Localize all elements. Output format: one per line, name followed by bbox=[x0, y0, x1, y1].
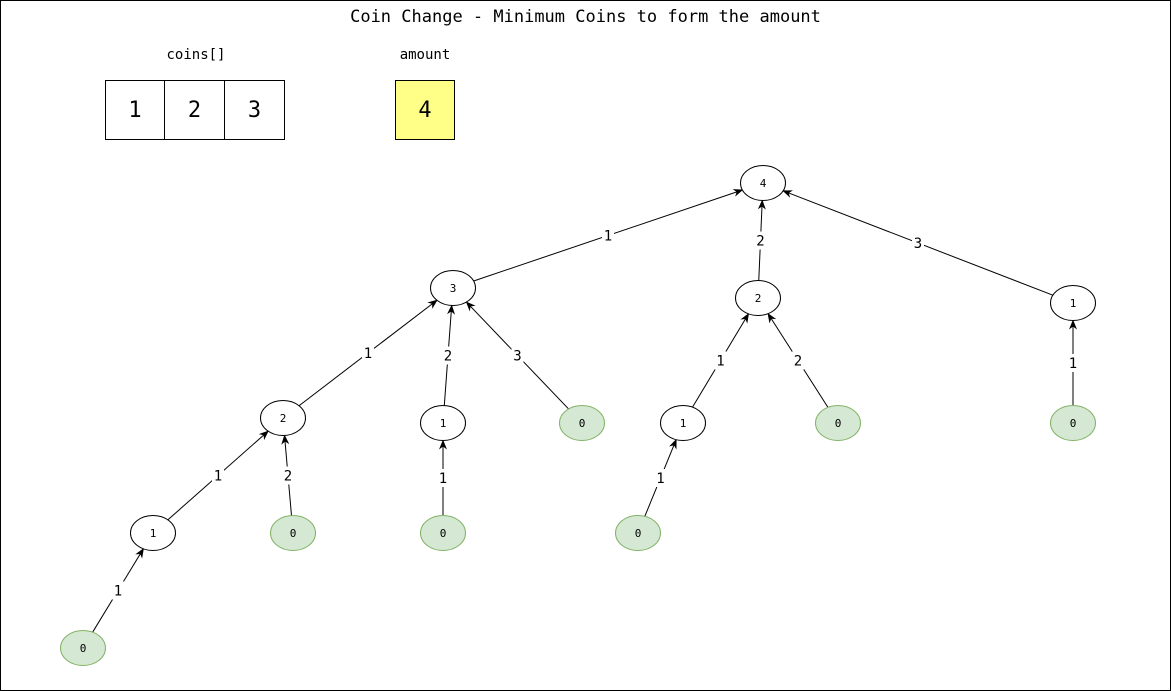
edge-label: 2 bbox=[444, 349, 452, 365]
edge-label-bg bbox=[654, 469, 667, 487]
leaf-node: 0 bbox=[60, 630, 106, 666]
node-ellipse bbox=[130, 515, 176, 551]
tree-edge: 1 bbox=[1067, 319, 1079, 406]
edge-label-bg bbox=[212, 466, 224, 485]
tree-node: 1 bbox=[660, 405, 706, 441]
node-value: 0 bbox=[579, 417, 586, 430]
tree-edge: 1 bbox=[92, 547, 144, 633]
edge-label-bg bbox=[437, 469, 449, 487]
edge-label: 2 bbox=[794, 354, 802, 370]
node-value: 1 bbox=[680, 417, 687, 430]
edge-label-bg bbox=[912, 234, 924, 252]
node-value: 3 bbox=[450, 282, 457, 295]
node-ellipse bbox=[660, 405, 706, 441]
tree-node: 3 bbox=[430, 270, 476, 306]
tree-node: 1 bbox=[1050, 285, 1096, 321]
node-value: 1 bbox=[150, 527, 157, 540]
coin-cell: 3 bbox=[225, 80, 285, 140]
tree-edge: 1 bbox=[298, 299, 438, 407]
tree-node: 2 bbox=[735, 280, 781, 316]
node-ellipse bbox=[270, 515, 316, 551]
node-ellipse bbox=[430, 270, 476, 306]
leaf-node: 0 bbox=[1050, 405, 1096, 441]
tree-edge: 2 bbox=[767, 312, 829, 408]
node-ellipse bbox=[1050, 285, 1096, 321]
node-ellipse bbox=[1050, 405, 1096, 441]
node-value: 0 bbox=[440, 527, 447, 540]
node-value: 2 bbox=[755, 292, 762, 305]
tree-edge: 2 bbox=[754, 199, 767, 281]
node-ellipse bbox=[615, 515, 661, 551]
edge-label-bg bbox=[282, 466, 294, 485]
tree-node: 1 bbox=[130, 515, 176, 551]
leaf-node: 0 bbox=[815, 405, 861, 441]
tree-node: 1 bbox=[420, 405, 466, 441]
edge-label: 2 bbox=[284, 469, 292, 485]
tree-edge: 1 bbox=[473, 189, 744, 282]
edge-label-bg bbox=[362, 344, 374, 362]
node-value: 0 bbox=[835, 417, 842, 430]
edge-label: 1 bbox=[604, 229, 612, 245]
leaf-node: 0 bbox=[615, 515, 661, 551]
node-value: 0 bbox=[80, 642, 87, 655]
edge-label: 1 bbox=[1069, 356, 1077, 372]
coin-cell: 1 bbox=[105, 80, 165, 140]
edge-label: 3 bbox=[914, 236, 922, 252]
edge-label-bg bbox=[511, 346, 524, 365]
edge-label: 1 bbox=[656, 471, 664, 487]
node-ellipse bbox=[60, 630, 106, 666]
tree-edge: 1 bbox=[167, 430, 269, 521]
edge-label: 2 bbox=[756, 234, 764, 250]
node-ellipse bbox=[740, 165, 786, 201]
coin-cell: 2 bbox=[165, 80, 225, 140]
tree-edge: 1 bbox=[644, 438, 677, 517]
edge-label: 1 bbox=[439, 471, 447, 487]
node-ellipse bbox=[815, 405, 861, 441]
leaf-node: 0 bbox=[420, 515, 466, 551]
edge-label: 3 bbox=[513, 349, 521, 365]
edge-label-bg bbox=[792, 351, 804, 370]
node-value: 1 bbox=[1070, 297, 1077, 310]
node-value: 2 bbox=[280, 412, 287, 425]
node-ellipse bbox=[735, 280, 781, 316]
diagram-title: Coin Change - Minimum Coins to form the … bbox=[350, 7, 821, 27]
amount-label: amount bbox=[399, 47, 451, 63]
node-value: 0 bbox=[290, 527, 297, 540]
edge-label: 1 bbox=[114, 584, 122, 600]
node-value: 4 bbox=[760, 177, 767, 190]
tree-node: 2 bbox=[260, 400, 306, 436]
edge-label-bg bbox=[442, 346, 454, 365]
tree-edge: 3 bbox=[782, 190, 1054, 296]
edge-label-bg bbox=[714, 351, 727, 370]
tree-edge: 1 bbox=[437, 439, 449, 516]
tree-edge: 3 bbox=[465, 301, 569, 410]
leaf-node: 0 bbox=[559, 405, 605, 441]
edge-label-bg bbox=[112, 581, 124, 600]
edge-label: 1 bbox=[716, 354, 724, 370]
node-ellipse bbox=[559, 405, 605, 441]
tree-edge: 2 bbox=[442, 304, 456, 406]
tree-edge: 1 bbox=[692, 313, 749, 408]
edge-label-bg bbox=[754, 231, 767, 250]
node-ellipse bbox=[420, 515, 466, 551]
edge-label: 1 bbox=[214, 469, 222, 485]
tree-node: 4 bbox=[740, 165, 786, 201]
coins-label: coins[] bbox=[166, 47, 226, 63]
node-ellipse bbox=[420, 405, 466, 441]
node-value: 1 bbox=[440, 417, 447, 430]
node-value: 0 bbox=[1070, 417, 1077, 430]
edge-label: 1 bbox=[364, 346, 372, 362]
amount-box: 4 bbox=[395, 80, 455, 140]
node-value: 0 bbox=[635, 527, 642, 540]
node-ellipse bbox=[260, 400, 306, 436]
edge-label-bg bbox=[1067, 354, 1079, 372]
tree-edge: 2 bbox=[281, 434, 294, 516]
leaf-node: 0 bbox=[270, 515, 316, 551]
edge-label-bg bbox=[602, 226, 614, 245]
